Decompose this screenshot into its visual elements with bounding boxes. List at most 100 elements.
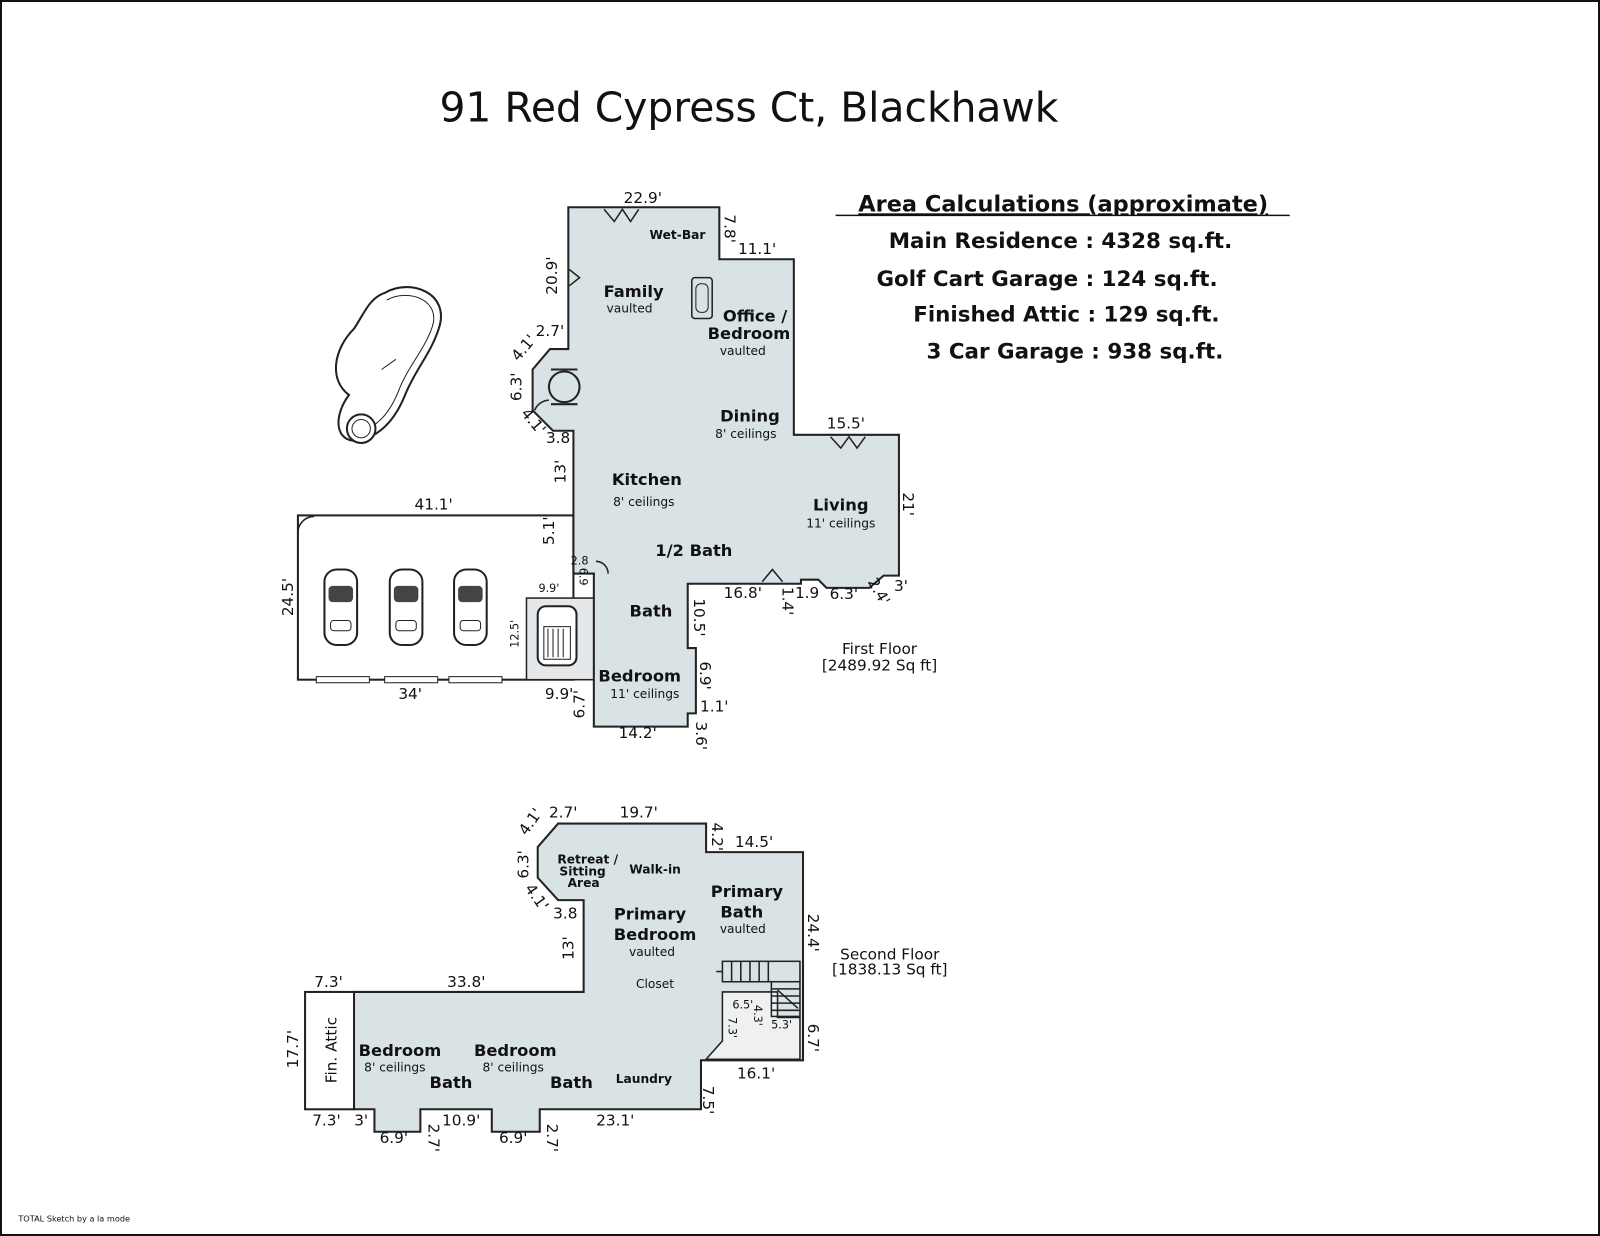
dimension-label: 24.5': [279, 578, 297, 616]
car-icon: [453, 568, 488, 647]
dimension-label: 4.3': [751, 1005, 764, 1026]
finished-attic: [304, 990, 356, 1111]
dimension-label: 1.9: [795, 584, 819, 602]
dimension-label: 3': [354, 1112, 368, 1130]
dimension-label: 1.4': [779, 587, 797, 616]
room-label: vaulted: [629, 945, 675, 959]
dimension-label: 7.3': [314, 973, 343, 991]
dimension-label: 4.2': [708, 823, 726, 852]
room-label: Bedroom: [474, 1041, 557, 1060]
dimension-label: 16.8': [724, 584, 762, 602]
dimension-label: 3.8: [546, 429, 570, 447]
room-label: Bath: [630, 601, 673, 620]
room-label: Area: [568, 876, 600, 890]
dimension-label: 20.9': [543, 256, 561, 294]
dimension-label: 6.9': [499, 1129, 528, 1147]
area-calculations: Area Calculations (approximate) Main Res…: [835, 191, 1290, 364]
dimension-label: 17.7': [284, 1030, 302, 1068]
room-label: 11' ceilings: [610, 687, 679, 701]
dimension-label: 24.4': [804, 914, 822, 952]
dimension-label: 13': [559, 936, 577, 960]
first-floor-outline: [531, 206, 900, 728]
dimension-label: 6.9: [577, 568, 590, 586]
room-label: vaulted: [720, 922, 766, 936]
room-label: Office /: [723, 307, 787, 326]
dimension-label: 4.1': [515, 805, 546, 839]
dimension-label: 2.7': [425, 1124, 443, 1153]
dimension-label: 41.1': [414, 495, 452, 513]
car-icons: [323, 568, 578, 667]
dimension-label: 6.3': [515, 850, 533, 879]
dimension-label: 3.8: [553, 904, 577, 922]
dimension-label: 14.2': [619, 724, 657, 742]
area-heading: Area Calculations (approximate): [858, 191, 1268, 217]
room-label: 8' ceilings: [613, 495, 674, 509]
second-floor-outline: [353, 822, 805, 1133]
room-label: Living: [813, 495, 869, 514]
dimension-label: 16.1': [737, 1065, 775, 1083]
room-label: Bedroom: [598, 667, 681, 686]
dimension-label: 5.1': [540, 516, 558, 545]
room-label: Family: [604, 282, 664, 301]
pool-icon: [335, 286, 442, 444]
dimension-label: 2.7': [543, 1124, 561, 1153]
dimension-label: 11.1': [738, 240, 776, 258]
dimension-label: 9.9': [538, 582, 559, 595]
room-label: Dining: [720, 407, 780, 426]
room-label: 11' ceilings: [806, 517, 875, 531]
room-label: 1/2 Bath: [655, 541, 732, 560]
dimension-label: 23.1': [596, 1112, 634, 1130]
room-label: 8' ceilings: [715, 427, 776, 441]
stairs-icon: [716, 960, 801, 1018]
garage-doors: [315, 676, 503, 684]
room-label: vaulted: [607, 301, 653, 315]
area-line-finished-attic: Finished Attic : 129 sq.ft.: [913, 303, 1219, 328]
room-label: Laundry: [616, 1072, 672, 1086]
dimension-label: 7.3': [726, 1017, 739, 1038]
dimension-label: 19.7': [620, 803, 658, 821]
garage-door-swing: [297, 515, 315, 533]
room-label: Wet-Bar: [650, 228, 706, 242]
dimension-label: 2.7': [549, 803, 578, 821]
room-label: Closet: [636, 977, 674, 991]
room-label: Sitting: [559, 865, 605, 879]
dimension-label: 7.8': [720, 214, 738, 243]
page-title: 91 Red Cypress Ct, Blackhawk: [439, 84, 1058, 132]
room-label: Bath: [550, 1073, 593, 1092]
dimension-label: 6.7': [804, 1024, 822, 1053]
dimension-label: 21': [899, 492, 917, 516]
room-label: Primary: [711, 882, 784, 901]
room-label: Bath: [720, 902, 763, 921]
dimension-label: 33.8': [447, 973, 485, 991]
area-line-3-car-garage: 3 Car Garage : 938 sq.ft.: [926, 339, 1223, 364]
dimension-label: 13': [551, 460, 569, 484]
dimension-label: 6.9': [696, 661, 714, 690]
door-icons: [533, 207, 866, 583]
room-label: Primary: [614, 904, 687, 923]
dining-table-icon: [547, 368, 581, 406]
room-label: Bedroom: [359, 1041, 442, 1060]
room-label: Bedroom: [614, 925, 697, 944]
dimension-label: 7.5': [699, 1086, 717, 1115]
dimension-label: 10.9': [442, 1112, 480, 1130]
dimension-label: 6.3': [507, 373, 525, 402]
dimension-label: 22.9': [624, 189, 662, 207]
dimension-label: 5.3': [771, 1019, 792, 1032]
area-line-main-residence: Main Residence : 4328 sq.ft.: [889, 229, 1233, 254]
room-label: 8' ceilings: [483, 1061, 544, 1075]
room-label: vaulted: [720, 344, 766, 358]
dimension-label: 9.9': [545, 685, 574, 703]
room-label: Walk-in: [629, 863, 681, 877]
car-icon: [323, 568, 359, 647]
room-label: Retreat /: [557, 852, 618, 866]
dimension-label: 14.5': [735, 833, 773, 851]
dimension-label: 3.6': [692, 722, 710, 751]
dimension-label: 12.5': [508, 620, 521, 648]
first-floor-plan: [296, 206, 900, 728]
room-label: Kitchen: [612, 470, 682, 489]
second-floor-area: [1838.13 Sq ft]: [832, 961, 947, 979]
footer-credit: TOTAL Sketch by a la mode: [17, 1214, 130, 1224]
dimension-label: 2.7': [536, 322, 565, 340]
dimension-label: 2.8: [571, 554, 589, 567]
